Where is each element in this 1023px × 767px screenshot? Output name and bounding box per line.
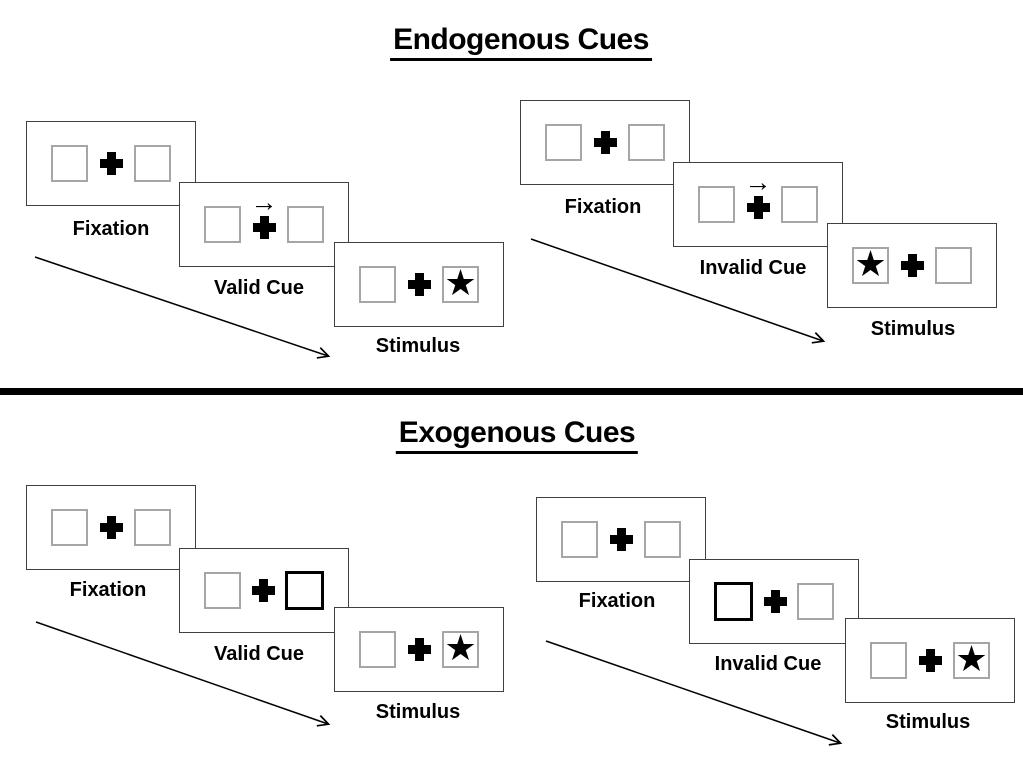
panel-label: Invalid Cue — [714, 653, 822, 675]
target-star-icon: ★ — [854, 243, 887, 284]
fixation-cross-icon — [99, 152, 123, 175]
fixation-cross-icon — [609, 528, 633, 551]
panel-label: Fixation — [69, 579, 147, 601]
target-star-icon: ★ — [444, 262, 477, 303]
screen-panel-stimulus: ★ — [827, 223, 997, 308]
cue-arrow-icon: → — [744, 167, 772, 197]
panel-label: Valid Cue — [213, 277, 305, 299]
screen-panel-cue — [179, 548, 349, 633]
timeline-arrow — [530, 238, 826, 344]
left-placeholder-box — [204, 572, 241, 609]
timeline-arrow — [34, 256, 331, 359]
right-placeholder-box — [644, 521, 681, 558]
left-placeholder-box — [51, 145, 88, 182]
panel-label: Invalid Cue — [699, 257, 807, 279]
left-placeholder-box — [870, 642, 907, 679]
section-title-endogenous: Endogenous Cues — [390, 24, 652, 61]
fixation-cross-icon — [746, 196, 770, 219]
screen-panel-cue: → — [673, 162, 843, 247]
right-placeholder-box — [628, 124, 665, 161]
timeline-arrow — [35, 621, 331, 727]
screen-panel-fixation — [520, 100, 690, 185]
fixation-cross-icon — [99, 516, 123, 539]
left-placeholder-box — [51, 509, 88, 546]
fixation-cross-icon — [407, 638, 431, 661]
target-star-icon: ★ — [444, 627, 477, 668]
right-target-box: ★ — [442, 627, 479, 668]
fixation-cross-icon — [407, 273, 431, 296]
cue-highlight-box — [285, 571, 324, 610]
panel-label: Stimulus — [885, 711, 971, 733]
fixation-cross-icon — [918, 649, 942, 672]
fixation-cross-icon — [593, 131, 617, 154]
fixation-cross-icon — [763, 590, 787, 613]
section-title-exogenous: Exogenous Cues — [395, 417, 639, 454]
fixation-cross-icon — [900, 254, 924, 277]
left-target-box: ★ — [852, 243, 889, 284]
panel-label: Fixation — [578, 590, 656, 612]
screen-panel-fixation — [536, 497, 706, 582]
right-placeholder-box — [134, 509, 171, 546]
screen-panel-cue — [689, 559, 859, 644]
fixation-cross-icon — [251, 579, 275, 602]
left-placeholder-box — [698, 186, 735, 223]
cue-highlight-box — [714, 582, 753, 621]
right-placeholder-box — [935, 247, 972, 284]
screen-panel-fixation — [26, 121, 196, 206]
screen-panel-stimulus: ★ — [845, 618, 1015, 703]
left-placeholder-box — [204, 206, 241, 243]
right-placeholder-box — [781, 186, 818, 223]
panel-label: Fixation — [564, 196, 642, 218]
panel-label: Stimulus — [870, 318, 956, 340]
screen-panel-stimulus: ★ — [334, 607, 504, 692]
left-placeholder-box — [359, 266, 396, 303]
fixation-cross-icon — [252, 216, 276, 239]
left-placeholder-box — [545, 124, 582, 161]
panel-label: Valid Cue — [213, 643, 305, 665]
panel-label: Stimulus — [375, 335, 461, 357]
left-placeholder-box — [561, 521, 598, 558]
right-target-box: ★ — [442, 262, 479, 303]
cue-arrow-icon: → — [250, 187, 278, 217]
screen-panel-stimulus: ★ — [334, 242, 504, 327]
target-star-icon: ★ — [955, 638, 988, 679]
right-placeholder-box — [134, 145, 171, 182]
section-divider — [0, 388, 1023, 395]
screen-panel-fixation — [26, 485, 196, 570]
right-placeholder-box — [287, 206, 324, 243]
right-target-box: ★ — [953, 638, 990, 679]
screen-panel-cue: → — [179, 182, 349, 267]
panel-label: Stimulus — [375, 701, 461, 723]
panel-label: Fixation — [72, 218, 150, 240]
right-placeholder-box — [797, 583, 834, 620]
left-placeholder-box — [359, 631, 396, 668]
